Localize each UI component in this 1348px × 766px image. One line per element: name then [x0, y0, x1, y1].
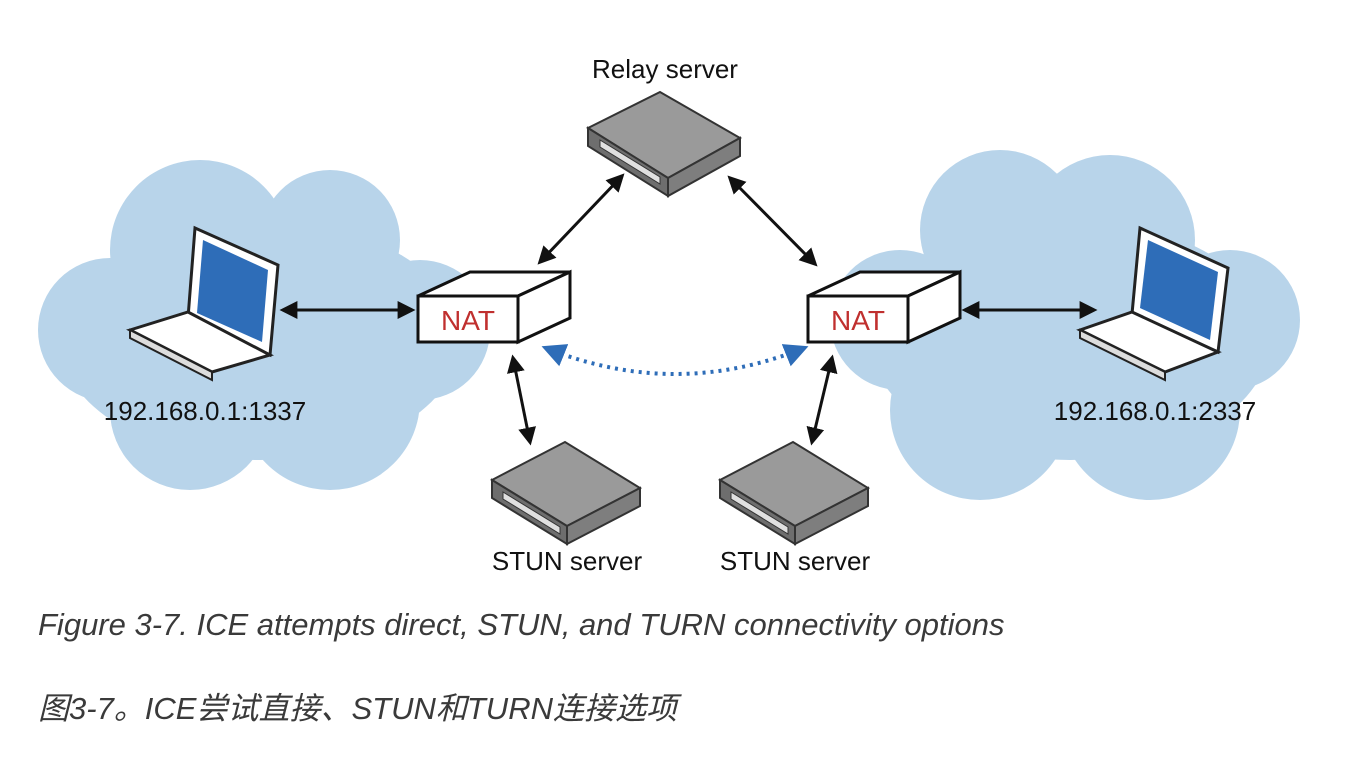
right-address-label: 192.168.0.1:2337 [1054, 396, 1256, 426]
arrow-direct-dotted [541, 344, 809, 376]
figure-caption-chinese: 图3-7。ICE尝试直接、STUN和TURN连接选项 [38, 691, 677, 726]
left-stun-server-icon [489, 440, 643, 546]
left-nat-box [416, 269, 572, 345]
arrow-left-nat-stun [507, 354, 536, 446]
arrow-right-nat-stun [806, 354, 838, 446]
ice-diagram: Relay server 192.168.0.1:1337 192.168.0.… [38, 54, 1300, 576]
relay-server-label: Relay server [592, 54, 738, 84]
right-laptop-icon [1076, 225, 1230, 382]
left-nat-label: NAT [441, 305, 495, 336]
arrow-left-nat-relay [537, 173, 625, 265]
arrow-relay-right-nat [727, 175, 818, 267]
left-laptop-icon [126, 225, 280, 382]
left-stun-label: STUN server [492, 546, 643, 576]
right-nat-box [806, 269, 962, 345]
left-address-label: 192.168.0.1:1337 [104, 396, 306, 426]
right-nat-label: NAT [831, 305, 885, 336]
relay-server-icon [585, 90, 743, 198]
right-stun-label: STUN server [720, 546, 871, 576]
right-stun-server-icon [717, 440, 871, 546]
figure-caption-english: Figure 3-7. ICE attempts direct, STUN, a… [38, 607, 1005, 642]
